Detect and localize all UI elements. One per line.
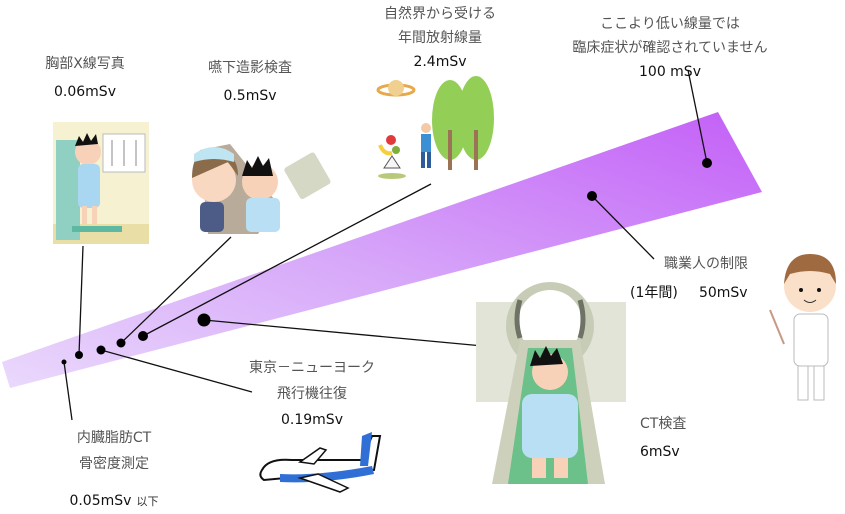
dose-value: 0.5mSv (223, 88, 277, 104)
label-flight: 東京－ニューヨーク 飛行機往復 0.19mSv (232, 358, 392, 430)
label-text-line1: 内臓脂肪CT (76, 430, 152, 446)
label-text-line1: ここより低い線量では (600, 16, 740, 32)
label-text-line2: 年間放射線量 (398, 30, 482, 46)
dose-value: 2.4mSv (413, 54, 467, 70)
airplane-illustration (259, 432, 382, 493)
dose-value: 0.05mSv (69, 493, 132, 509)
dose-value: 6mSv (640, 444, 680, 460)
ct-scanner-illustration (476, 282, 626, 484)
dose-qualifier: 以下 (136, 495, 159, 508)
label-text-line2: 飛行機往復 (277, 386, 347, 402)
dose-value: 50mSv (698, 285, 748, 301)
dose-value: 0.19mSv (281, 412, 343, 428)
nature-illustration (376, 76, 494, 179)
label-text-line2: 骨密度測定 (79, 456, 149, 472)
swallow-exam-illustration (192, 144, 331, 234)
label-text: 嚥下造影検査 (208, 60, 292, 76)
label-text: 職業人の制限 (664, 256, 748, 272)
label-text-line1: 東京－ニューヨーク (249, 360, 375, 376)
dose-value: 0.06mSv (54, 84, 116, 100)
dose-dots (61, 158, 712, 365)
label-ct-scan: CT検査 6mSv (640, 414, 720, 462)
label-chest-xray: 胸部X線写真 0.06mSv (30, 54, 140, 102)
leader-lines (63, 69, 708, 421)
label-visceral-fat-ct: 内臓脂肪CT 骨密度測定 0.05mSv 以下 (44, 428, 184, 511)
label-natural-background: 自然界から受ける 年間放射線量 2.4mSv (360, 4, 520, 72)
label-swallow-exam: 嚥下造影検査 0.5mSv (190, 58, 310, 106)
label-text: CT検査 (640, 416, 687, 432)
label-occupational-limit: 職業人の制限 (1年間) 50mSv (630, 254, 790, 303)
label-text-line1: 自然界から受ける (384, 6, 496, 22)
dose-value: 100 mSv (639, 64, 701, 80)
label-threshold: ここより低い線量では 臨床症状が確認されていません 100 mSv (540, 14, 800, 82)
label-text: 胸部X線写真 (45, 56, 125, 72)
dose-wedge (2, 112, 762, 388)
instructor-illustration (769, 254, 836, 401)
label-text-line2: 臨床症状が確認されていません (572, 40, 768, 56)
chest-xray-illustration (53, 122, 149, 244)
period-text: (1年間) (630, 285, 678, 301)
